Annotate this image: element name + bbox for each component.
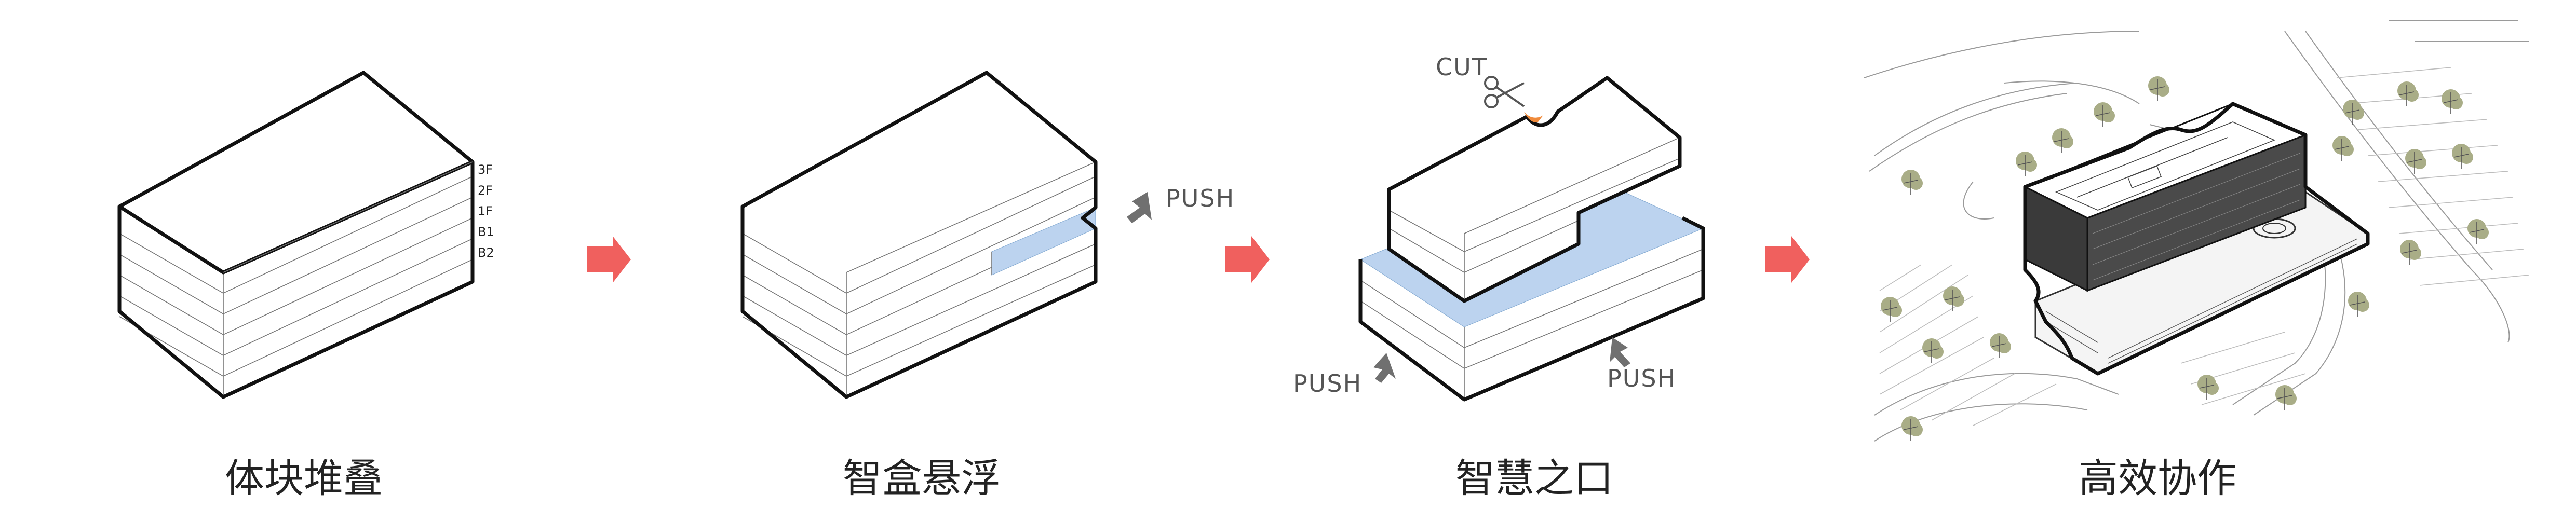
floor-label-3f: 3F [478, 162, 493, 177]
building-outline [2023, 102, 2370, 376]
podium-facade [2045, 238, 2358, 364]
tree-icon [2275, 385, 2297, 410]
push-arrow-icon [1127, 192, 1152, 223]
floor-label-b2: B2 [478, 245, 494, 260]
step-1-caption: 体块堆叠 [225, 455, 383, 501]
facade-grid [2092, 153, 2301, 281]
floating-box-outline [1387, 76, 1682, 303]
tree-icon [2467, 219, 2489, 244]
tree-icon [2452, 144, 2473, 169]
right-arrow-icon [1765, 236, 1810, 283]
massing-outline [740, 71, 1098, 399]
ground-hatch [1879, 67, 2529, 426]
step-3-caption: 智慧之口 [1455, 455, 1613, 501]
push-arrow-icon [1610, 337, 1630, 367]
step-2-massing: PUSH 智盒悬浮 [740, 71, 1235, 501]
tree-icon [2348, 292, 2369, 317]
floor-lines [742, 176, 1096, 377]
floor-label-2f: 2F [478, 183, 493, 198]
tree-icon [1901, 170, 1923, 195]
roof-details [2055, 121, 2276, 211]
step-4-caption: 高效协作 [2079, 455, 2236, 501]
podium-outline [1358, 216, 1705, 402]
tree-icon [2400, 240, 2421, 265]
push-left-label: PUSH [1293, 369, 1362, 397]
push-right-label: PUSH [1607, 364, 1676, 392]
floor-label-1f: 1F [478, 204, 493, 218]
tree-icon [2016, 152, 2037, 176]
right-arrow-icon [587, 236, 631, 283]
tree-icon [2094, 102, 2115, 127]
tree-icon [1943, 286, 1964, 311]
right-arrow-icon [1225, 236, 1270, 283]
tree-icon [1901, 416, 1923, 441]
tree-icon [2442, 89, 2463, 114]
cut-label: CUT [1436, 53, 1488, 81]
step-1-massing: 3F 2F 1F B1 B2 体块堆叠 [117, 71, 494, 501]
floor-lines [119, 176, 473, 377]
tree-icon [1881, 297, 1902, 322]
push-arrow-icon [1373, 353, 1396, 383]
step-4-site-plan: 高效协作 [1864, 20, 2529, 501]
tree-icon [2052, 128, 2073, 153]
trees [1881, 76, 2489, 441]
tree-icon [2397, 81, 2419, 106]
floor-label-b1: B1 [478, 225, 494, 239]
step-2-caption: 智盒悬浮 [843, 455, 1001, 501]
massing-outline [117, 71, 475, 399]
scissors-icon [1484, 76, 1525, 108]
tree-icon [2148, 76, 2169, 101]
tree-icon [2343, 100, 2364, 125]
floor-labels: 3F 2F 1F B1 B2 [478, 162, 494, 260]
push-label: PUSH [1166, 184, 1235, 212]
tree-icon [2332, 136, 2354, 161]
tree-icon [2405, 149, 2426, 174]
tree-icon [2197, 375, 2219, 400]
tree-icon [1990, 333, 2011, 358]
step-3-massing: CUT PUSH PUSH 智慧之口 [1293, 53, 1705, 501]
tree-icon [1922, 338, 1944, 363]
